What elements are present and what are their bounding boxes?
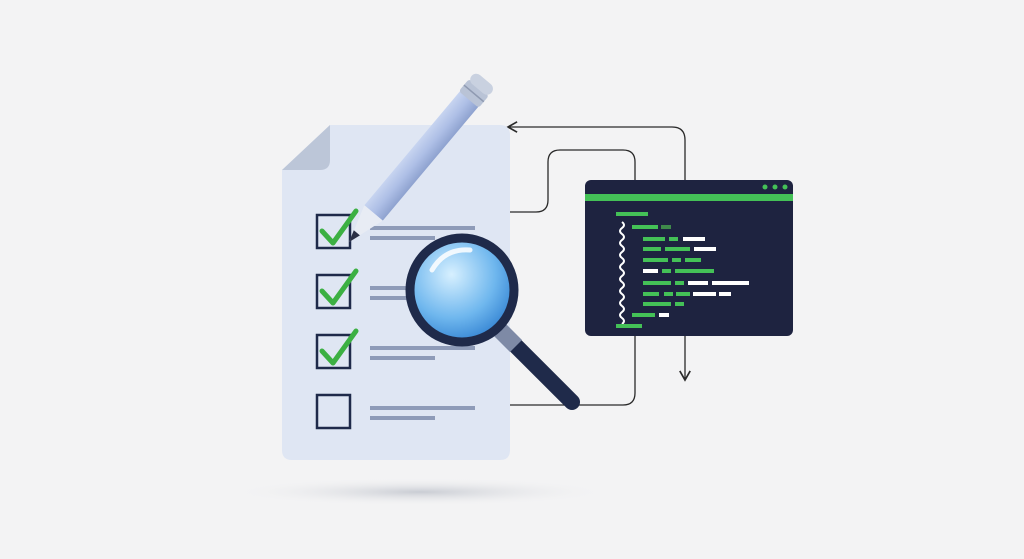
checkbox-checked-icon: [315, 333, 352, 370]
checkbox-empty-icon: [315, 393, 352, 430]
text-line: [370, 416, 435, 420]
code-line: [632, 225, 671, 229]
magnifier-icon: [405, 233, 580, 410]
text-line: [370, 356, 435, 360]
code-token: [693, 292, 716, 296]
ground-shadow: [230, 478, 610, 506]
code-token: [643, 292, 659, 296]
text-line: [370, 236, 435, 240]
code-token: [643, 258, 668, 262]
code-line: [643, 258, 701, 262]
code-token: [672, 258, 681, 262]
text-line: [370, 406, 475, 410]
checklist-item: [315, 208, 475, 250]
code-token: [643, 281, 671, 285]
code-token: [669, 237, 678, 241]
code-token: [643, 269, 658, 273]
checkmark-icon: [319, 268, 359, 306]
code-token: [694, 247, 716, 251]
code-line: [643, 281, 749, 285]
code-token: [685, 258, 701, 262]
code-token: [661, 225, 671, 229]
arrow-icon: [475, 149, 636, 218]
code-token: [632, 313, 655, 317]
checklist-item: [315, 393, 475, 430]
code-token: [688, 281, 708, 285]
code-line: [643, 302, 684, 306]
checkbox-checked-icon: [315, 273, 352, 310]
code-line: [616, 324, 642, 328]
text-line: [370, 226, 475, 230]
document-icon: [282, 125, 510, 460]
code-token: [664, 292, 673, 296]
code-line: [643, 269, 714, 273]
code-line: [643, 292, 731, 296]
text-line: [370, 296, 435, 300]
flow-arrows: [475, 121, 691, 411]
code-token: [719, 292, 731, 296]
code-token: [659, 313, 669, 317]
checklist-item: [315, 328, 475, 370]
code-token: [643, 247, 661, 251]
code-token: [676, 292, 690, 296]
code-token: [675, 281, 684, 285]
arrow-icon: [488, 336, 636, 411]
text-line: [370, 346, 475, 350]
code-token: [662, 269, 671, 273]
code-token: [675, 302, 684, 306]
pencil-icon: [349, 73, 493, 243]
code-token: [675, 269, 714, 273]
code-token: [712, 281, 749, 285]
code-token: [683, 237, 705, 241]
code-line: [643, 237, 705, 241]
code-window-icon: [585, 180, 793, 336]
code-line: [632, 313, 669, 317]
code-token: [616, 324, 642, 328]
code-token: [665, 247, 690, 251]
code-token: [643, 302, 671, 306]
checkmark-icon: [319, 328, 359, 366]
code-token: [616, 212, 648, 216]
code-token: [632, 225, 658, 229]
code-line: [616, 212, 648, 216]
arrow-icon: [506, 121, 686, 180]
code-line: [643, 247, 716, 251]
checkmark-icon: [319, 208, 359, 246]
checkbox-checked-icon: [315, 213, 352, 250]
code-token: [643, 237, 665, 241]
